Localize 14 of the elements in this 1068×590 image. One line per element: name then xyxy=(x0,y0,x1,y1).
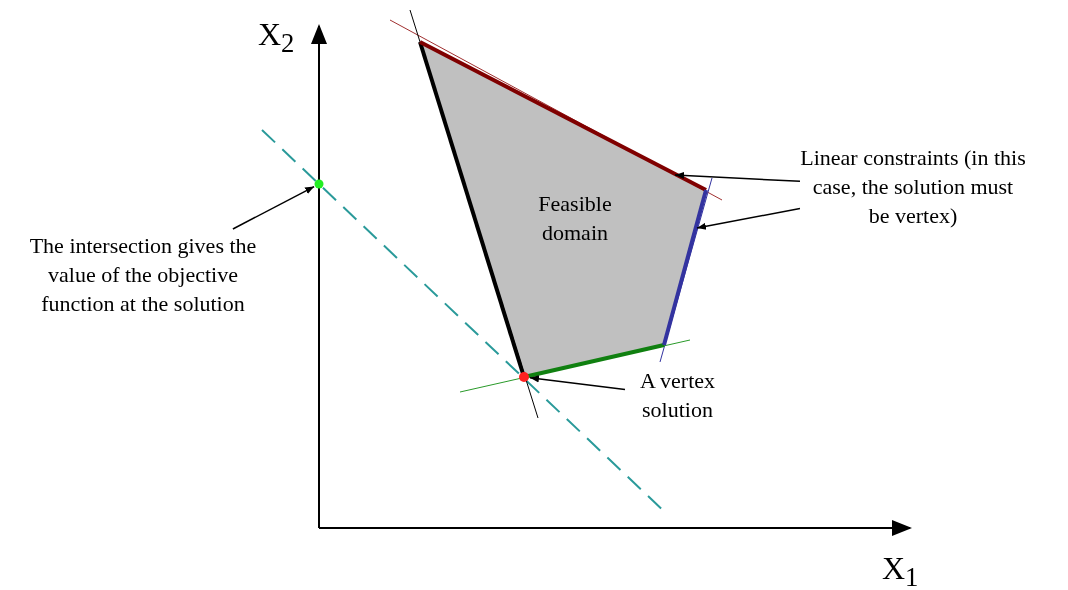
axis-label: X$_{2}$ xyxy=(258,16,295,61)
leader-arrow xyxy=(674,171,801,183)
annotation-text: Linear constraints (in this case, the solution must be vertex) xyxy=(800,143,1026,230)
region-label: Feasible domain xyxy=(537,190,613,247)
solution-point xyxy=(519,372,529,382)
leader-arrow xyxy=(696,207,801,230)
annotation-text: A vertex solution xyxy=(625,366,730,424)
leader-arrow xyxy=(529,375,626,391)
boundary-line xyxy=(662,189,708,346)
boundary-line xyxy=(419,40,707,192)
leader-arrow xyxy=(232,185,315,230)
solution-point xyxy=(314,179,324,189)
axis-label: X$_{1}$ xyxy=(882,550,919,590)
annotation-text: The intersection gives the value of the objective function at the solution xyxy=(12,231,274,318)
